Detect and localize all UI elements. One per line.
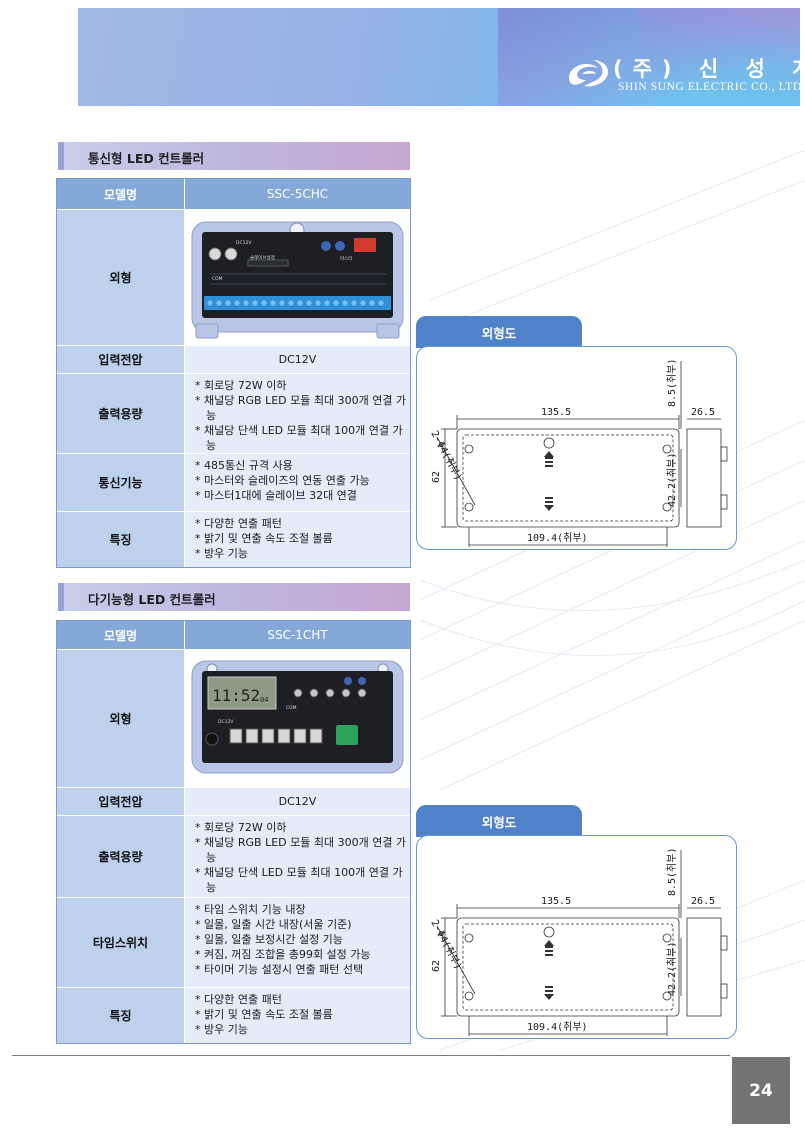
page-number: 24	[732, 1057, 790, 1124]
feature-item: 다양한 연출 패턴	[195, 516, 410, 531]
feature-item: 다양한 연출 패턴	[195, 992, 410, 1007]
dim-hole-pitch: 109.4(취부)	[527, 532, 588, 544]
output-list: 회로당 72W 이하 채널당 RGB LED 모듈 최대 300개 연결 가능 …	[185, 816, 410, 897]
output-label: 출력용량	[57, 374, 185, 453]
section-title-text: 다기능형 LED 컨트롤러	[88, 592, 216, 607]
outline-drawing: 135.5 26.5 62 109.4(취부) 42.2(취부) 8.5(취부)…	[428, 358, 728, 547]
model-label: 모델명	[57, 179, 185, 209]
device-print-master: 마스터	[340, 255, 352, 262]
voltage-label: 입력전압	[57, 346, 185, 373]
company-name-korean: (주) 신 성 계 전	[613, 57, 800, 81]
device-photo-ssc-1cht: 11:52 04 DC12V COM	[190, 657, 405, 781]
dim-depth: 26.5	[691, 896, 715, 907]
device-print-slave: 슬레이브설정	[250, 254, 275, 261]
timer-item: 일몰, 일출 보정시간 설정 기능	[195, 932, 410, 947]
lcd-suffix: 04	[260, 696, 268, 704]
appearance-label: 외형	[57, 210, 185, 345]
comm-label: 통신기능	[57, 454, 185, 511]
dim-height: 62	[431, 960, 442, 972]
lcd-time: 11:52	[212, 686, 260, 705]
device-photo-cell: DC12V 슬레이브설정 마스터 COM	[185, 210, 410, 345]
output-item: 채널당 단색 LED 모듈 최대 100개 연결 가능	[195, 423, 410, 453]
feature-list: 다양한 연출 패턴 밝기 및 연출 속도 조절 볼륨 방우 기능	[185, 512, 410, 567]
device-photo-cell: 11:52 04 DC12V COM	[185, 650, 410, 787]
feature-list: 다양한 연출 패턴 밝기 및 연출 속도 조절 볼륨 방우 기능	[185, 988, 410, 1043]
voltage-value: DC12V	[185, 788, 410, 815]
output-item: 회로당 72W 이하	[195, 820, 410, 835]
dim-hole-pitch: 109.4(취부)	[527, 1021, 588, 1033]
feature-item: 방우 기능	[195, 546, 410, 561]
outline-drawing-panel: 135.5 26.5 62 109.4(취부) 42.2(취부) 8.5(취부)…	[416, 835, 737, 1039]
ss-logo-icon	[568, 60, 608, 87]
device-print-com: COM	[212, 276, 223, 282]
dim-height: 62	[431, 471, 442, 483]
footer-divider	[12, 1055, 730, 1056]
outline-drawing-tab: 외형도	[416, 805, 582, 837]
appearance-label: 외형	[57, 650, 185, 787]
feature-item: 밝기 및 연출 속도 조절 볼륨	[195, 1007, 410, 1022]
voltage-value: DC12V	[185, 346, 410, 373]
device-print-model: DC12V	[236, 240, 252, 246]
dim-edge-offset: 8.5(취부)	[666, 358, 678, 407]
dim-vertical-pitch: 42.2(취부)	[666, 941, 678, 996]
comm-item: 마스터와 슬레이즈의 연동 연출 가능	[195, 473, 410, 488]
model-value: SSC-1CHT	[185, 621, 410, 649]
feature-item: 밝기 및 연출 속도 조절 볼륨	[195, 531, 410, 546]
feature-label: 특징	[57, 988, 185, 1043]
timer-item: 일몰, 일출 시간 내장(서울 기준)	[195, 917, 410, 932]
company-name-english: SHIN SUNG ELECTRIC CO., LTD	[618, 81, 800, 93]
device-photo-ssc-5chc: DC12V 슬레이브설정 마스터 COM	[190, 216, 405, 340]
output-item: 채널당 단색 LED 모듈 최대 100개 연결 가능	[195, 865, 410, 895]
comm-item: 485통신 규격 사용	[195, 458, 410, 473]
output-label: 출력용량	[57, 816, 185, 897]
dim-depth: 26.5	[691, 407, 715, 418]
feature-label: 특징	[57, 512, 185, 567]
dim-width: 135.5	[541, 407, 571, 418]
outline-drawing-panel: 135.5 26.5 62 109.4(취부) 42.2(취부) 8.5(취부)…	[416, 346, 737, 550]
timer-item: 타이머 기능 설정시 연출 패턴 선택	[195, 962, 410, 977]
model-value: SSC-5CHC	[185, 179, 410, 209]
spec-table-ssc-1cht: 모델명 SSC-1CHT 외형 11:52 04	[56, 620, 411, 1044]
timer-item: 켜짐, 꺼짐 조합을 총99회 설정 가능	[195, 947, 410, 962]
timer-list: 타임 스위치 기능 내장 일몰, 일출 시간 내장(서울 기준) 일몰, 일출 …	[185, 898, 410, 987]
page-header: (주) 신 성 계 전 SHIN SUNG ELECTRIC CO., LTD	[78, 8, 800, 106]
spec-table-ssc-5chc: 모델명 SSC-5CHC 외형 DC12V	[56, 178, 411, 568]
device-print-model: DC12V	[218, 719, 234, 725]
outline-drawing-tab: 외형도	[416, 316, 582, 348]
output-item: 채널당 RGB LED 모듈 최대 300개 연결 가능	[195, 835, 410, 865]
output-item: 채널당 RGB LED 모듈 최대 300개 연결 가능	[195, 393, 410, 423]
dim-width: 135.5	[541, 896, 571, 907]
timer-item: 타임 스위치 기능 내장	[195, 902, 410, 917]
output-list: 회로당 72W 이하 채널당 RGB LED 모듈 최대 300개 연결 가능 …	[185, 374, 410, 453]
device-print-com: COM	[286, 705, 297, 711]
outline-drawing: 135.5 26.5 62 109.4(취부) 42.2(취부) 8.5(취부)…	[428, 847, 728, 1036]
section-title-multi-controller: 다기능형 LED 컨트롤러	[58, 583, 410, 611]
section-title-comm-controller: 통신형 LED 컨트롤러	[58, 142, 410, 170]
output-item: 회로당 72W 이하	[195, 378, 410, 393]
voltage-label: 입력전압	[57, 788, 185, 815]
comm-list: 485통신 규격 사용 마스터와 슬레이즈의 연동 연출 가능 마스터1대에 슬…	[185, 454, 410, 511]
feature-item: 방우 기능	[195, 1022, 410, 1037]
dim-edge-offset: 8.5(취부)	[666, 847, 678, 896]
section-title-text: 통신형 LED 컨트롤러	[88, 151, 205, 166]
timer-label: 타임스위치	[57, 898, 185, 987]
dim-vertical-pitch: 42.2(취부)	[666, 452, 678, 507]
model-label: 모델명	[57, 621, 185, 649]
comm-item: 마스터1대에 슬레이브 32대 연결	[195, 488, 410, 503]
